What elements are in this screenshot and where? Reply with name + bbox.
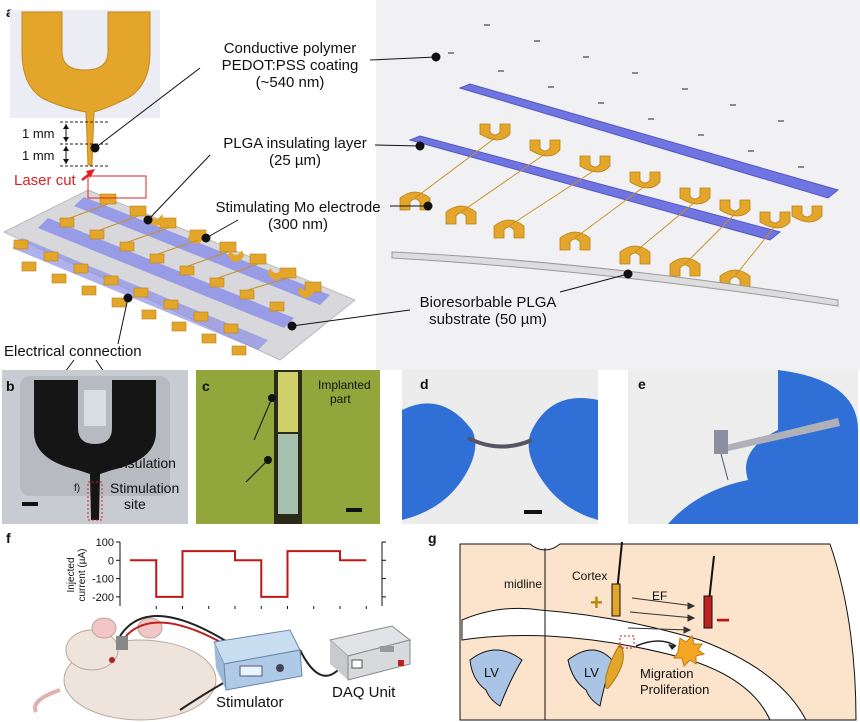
callout-mo-electrode-line2: (300 nm) xyxy=(267,216,329,233)
callout-plga-insulating-line2: (25 µm) xyxy=(269,152,321,169)
chart-series-line xyxy=(130,550,367,598)
lv-right-label: LV xyxy=(584,665,599,680)
panel-label-e: e xyxy=(638,376,646,392)
chart-y-tick-label: -200 xyxy=(92,592,114,604)
chart-y-tick-label: 0 xyxy=(108,555,114,567)
stimulation-site-line1: Stimulation xyxy=(110,480,180,496)
implanted-part-line2: part xyxy=(330,392,351,406)
panel-d-photo: d xyxy=(402,370,598,524)
callout-plga-substrate-line2: substrate (50 µm) xyxy=(429,311,547,328)
electrical-connection-label: Electrical connection xyxy=(4,343,142,360)
panel-label-c: c xyxy=(202,378,210,394)
callout-plga-substrate-line1: Bioresorbable PLGA xyxy=(419,294,557,311)
panel-e-photo: e xyxy=(628,370,858,524)
device-photo-b xyxy=(20,376,170,521)
panel-b-photo: b f) Insulation Stimulation site xyxy=(2,370,188,524)
panel-c-photo: c Implanted part xyxy=(196,370,380,524)
migration-proliferation-label: Migration Proliferation xyxy=(640,666,709,698)
callout-plga-insulating-line1: PLGA insulating layer xyxy=(223,135,367,152)
implanted-part-label: Implanted part xyxy=(318,378,371,406)
stimulation-site-label: Stimulation site xyxy=(110,480,179,512)
glove-bend-photo xyxy=(402,398,598,520)
callout-mo-electrode: Stimulating Mo electrode (300 nm) xyxy=(198,199,398,233)
callout-plga-substrate: Bioresorbable PLGA substrate (50 µm) xyxy=(408,294,568,328)
inset-f-label: f) xyxy=(74,483,81,494)
cortex-label: Cortex xyxy=(572,569,608,583)
stimulator-label: Stimulator xyxy=(216,694,284,711)
panel-label-g: g xyxy=(428,530,437,546)
lv-left-label: LV xyxy=(484,665,499,680)
device-photo-c xyxy=(196,370,380,524)
dimension-label-bottom: 1 mm xyxy=(22,148,55,163)
daq-unit-label: DAQ Unit xyxy=(332,684,396,701)
minus-sign: − xyxy=(716,607,731,634)
proliferation-label: Proliferation xyxy=(640,682,710,697)
callout-pedot-line3: (~540 nm) xyxy=(255,74,325,91)
migration-label: Migration xyxy=(640,666,694,681)
midline-label: midline xyxy=(504,577,543,591)
chart-y-tick-label: 100 xyxy=(96,537,114,549)
insulation-label: Insulation xyxy=(116,455,176,471)
implanted-part-line1: Implanted xyxy=(318,378,371,392)
panel-label-a: a xyxy=(6,4,14,20)
callout-pedot: Conductive polymer PEDOT:PSS coating (~5… xyxy=(205,40,375,91)
panel-label-f: f xyxy=(6,530,11,546)
panel-label-d: d xyxy=(420,376,429,392)
chart-y-tick-label: -100 xyxy=(92,574,114,586)
stimulation-site-line2: site xyxy=(124,496,146,512)
callout-pedot-line2: PEDOT:PSS coating xyxy=(221,57,359,74)
glove-tweezers-photo xyxy=(668,370,858,524)
dimension-label-top: 1 mm xyxy=(22,126,55,141)
plus-sign: + xyxy=(590,590,603,615)
panel-label-b: b xyxy=(6,378,15,394)
ef-label: EF xyxy=(652,589,668,603)
callout-pedot-line1: Conductive polymer xyxy=(223,40,357,57)
laser-cut-label: Laser cut xyxy=(14,172,76,189)
callout-mo-electrode-line1: Stimulating Mo electrode xyxy=(215,199,381,216)
callout-plga-insulating: PLGA insulating layer (25 µm) xyxy=(210,135,380,169)
exploded-view-background xyxy=(376,0,860,370)
